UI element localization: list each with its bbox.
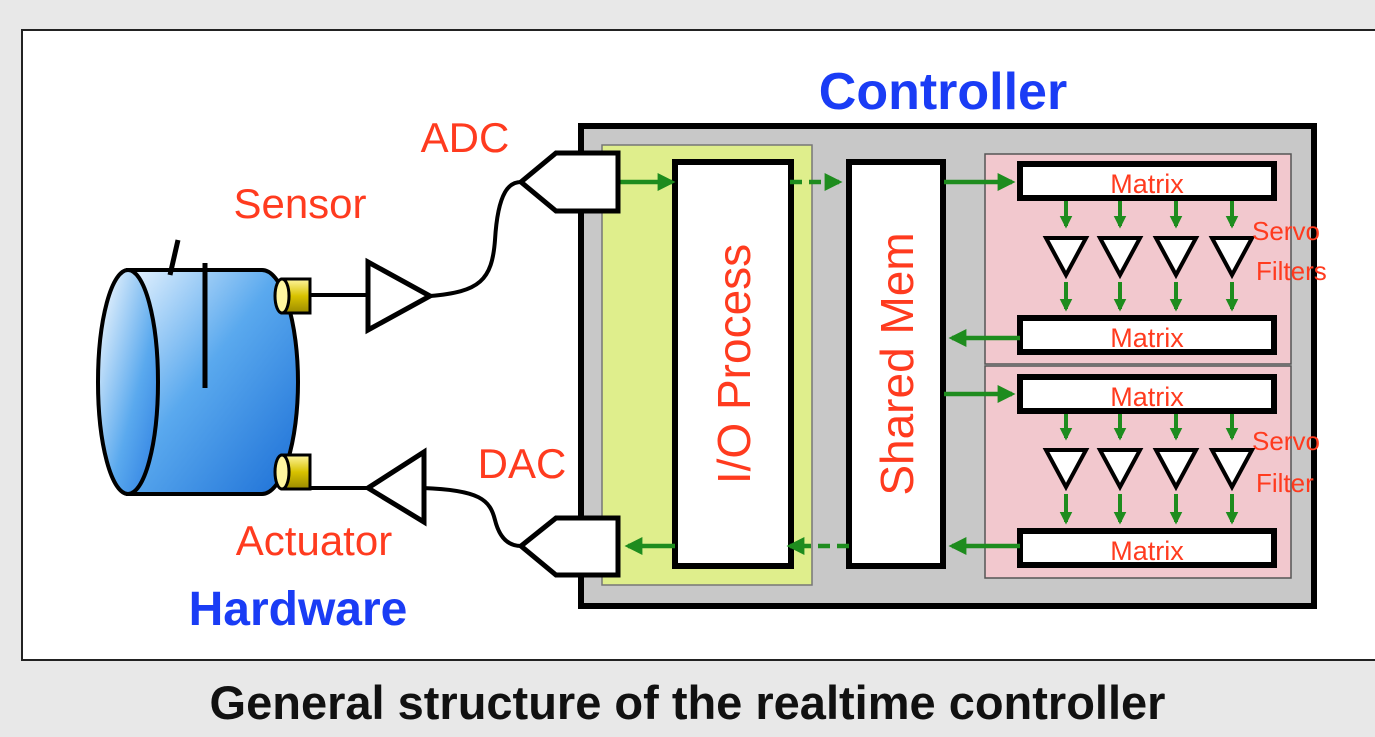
servo-label-1: Servo bbox=[1252, 216, 1320, 246]
matrix-label-2: Matrix bbox=[1110, 323, 1184, 353]
dac-label: DAC bbox=[478, 440, 567, 487]
matrix-box-2 bbox=[1017, 315, 1277, 355]
matrix-label-4: Matrix bbox=[1110, 536, 1184, 566]
sensor-label: Sensor bbox=[233, 180, 366, 227]
servo-filters-upper bbox=[1059, 201, 1239, 312]
servo-triangle bbox=[1208, 448, 1256, 492]
actuator-label: Actuator bbox=[236, 517, 392, 564]
matrix-box-4 bbox=[1017, 528, 1277, 568]
servo-triangles-lower bbox=[1042, 448, 1256, 492]
servo-triangle bbox=[1096, 236, 1144, 280]
servo-triangle bbox=[1152, 448, 1200, 492]
sensor-plug bbox=[273, 277, 312, 315]
actuator-amplifier bbox=[363, 447, 427, 527]
controller-title: Controller bbox=[819, 63, 1067, 121]
hardware-cylinder bbox=[96, 239, 300, 496]
actuator-plug bbox=[273, 453, 312, 491]
servo-filters-lower bbox=[1059, 414, 1239, 525]
servo-triangle bbox=[1096, 448, 1144, 492]
filters-label-1: Filters bbox=[1256, 256, 1327, 286]
servo-triangles-upper bbox=[1042, 236, 1256, 280]
servo-triangle bbox=[1208, 236, 1256, 280]
servo-triangle bbox=[1042, 448, 1090, 492]
sensor-wire bbox=[429, 180, 522, 298]
adc-label: ADC bbox=[421, 114, 510, 161]
matrix-label-1: Matrix bbox=[1110, 169, 1184, 199]
matrix-label-3: Matrix bbox=[1110, 382, 1184, 412]
matrix-box-3 bbox=[1017, 374, 1277, 414]
shared-mem-box bbox=[846, 159, 946, 569]
diagram-caption: General structure of the realtime contro… bbox=[209, 676, 1166, 729]
io-process-box bbox=[672, 159, 794, 569]
hardware-title: Hardware bbox=[189, 583, 408, 636]
servo-label-2: Servo bbox=[1252, 426, 1320, 456]
adc-connector bbox=[517, 150, 621, 214]
dac-connector bbox=[517, 515, 621, 578]
matrix-box-1 bbox=[1017, 161, 1277, 201]
shared-mem-label: Shared Mem bbox=[871, 232, 923, 495]
servo-triangle bbox=[1042, 236, 1090, 280]
sensor-amplifier bbox=[365, 257, 436, 335]
filter-label-2: Filter bbox=[1256, 468, 1314, 498]
data-flow-arrows bbox=[620, 173, 1020, 555]
actuator-wire bbox=[422, 486, 522, 548]
servo-triangle bbox=[1152, 236, 1200, 280]
io-process-label: I/O Process bbox=[708, 244, 760, 484]
